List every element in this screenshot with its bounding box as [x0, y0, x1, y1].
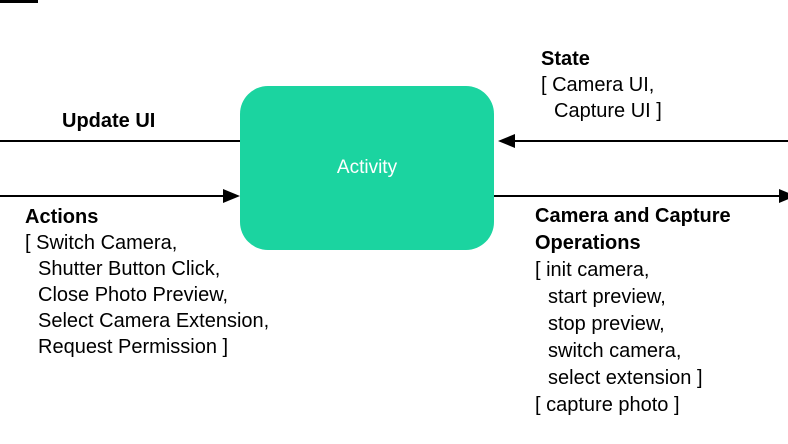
actions-arrowhead-icon	[223, 189, 240, 203]
camera-ops-title: Camera and Capture	[535, 205, 731, 227]
actions-line: Select Camera Extension,	[38, 310, 270, 332]
state-title: State	[541, 48, 590, 70]
camera-ops-line: [ init camera,	[535, 259, 650, 281]
actions-label-block: Actions [ Switch Camera, Shutter Button …	[25, 204, 269, 360]
state-arrow-line	[514, 140, 788, 142]
camera-ops-arrow-line	[494, 195, 788, 197]
camera-ops-line: switch camera,	[548, 340, 682, 362]
actions-line: Close Photo Preview,	[38, 284, 229, 306]
activity-node: Activity	[240, 86, 494, 250]
actions-line: [ Switch Camera,	[25, 232, 178, 254]
state-label-block: State [ Camera UI, Capture UI ]	[541, 46, 662, 124]
camera-ops-label-block: Camera and Capture Operations [ init cam…	[535, 203, 731, 419]
update-ui-arrow-line	[0, 140, 240, 142]
camera-ops-line: select extension ]	[548, 367, 703, 389]
top-left-line-fragment	[0, 0, 38, 3]
camera-ops-line: [ capture photo ]	[535, 394, 680, 416]
actions-line: Shutter Button Click,	[38, 258, 221, 280]
camera-ops-line: start preview,	[548, 286, 666, 308]
activity-node-label: Activity	[336, 157, 398, 178]
actions-title: Actions	[25, 206, 99, 228]
update-ui-label: Update UI	[62, 110, 156, 132]
actions-line: Request Permission ]	[38, 336, 229, 358]
camera-ops-title: Operations	[535, 232, 641, 254]
state-line: [ Camera UI,	[541, 74, 655, 96]
camera-ops-arrowhead-icon	[779, 189, 788, 203]
camera-ops-line: stop preview,	[548, 313, 665, 335]
actions-arrow-line	[0, 195, 226, 197]
state-arrowhead-icon	[498, 134, 515, 148]
state-line: Capture UI ]	[554, 100, 662, 122]
